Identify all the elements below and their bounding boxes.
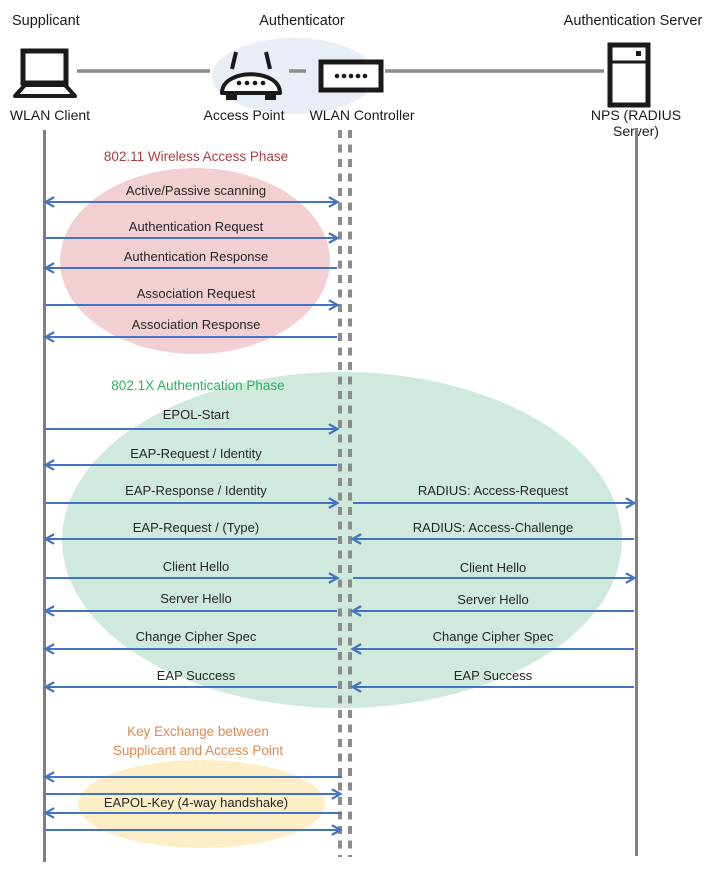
message-label: Server Hello	[160, 591, 232, 606]
phase2-title: 802.1X Authentication Phase	[111, 378, 285, 393]
message-label: Client Hello	[162, 559, 230, 574]
message-label: EAP Success	[453, 668, 533, 683]
role-authentication-server: Authentication Server	[563, 13, 703, 29]
device-label-wlan-client: WLAN Client	[9, 107, 91, 123]
phase3-title: Key Exchange between Supplicant and Acce…	[62, 722, 334, 760]
message-label: RADIUS: Access-Challenge	[412, 520, 574, 535]
message-label: Change Cipher Spec	[135, 629, 257, 644]
device-label-wlan-controller: WLAN Controller	[309, 107, 415, 123]
eapol-key-label: EAPOL-Key (4-way handshake)	[103, 795, 289, 810]
message-label: EAP-Request / (Type)	[132, 520, 260, 535]
key-exchange-arrows	[46, 777, 342, 830]
phase1-title: 802.11 Wireless Access Phase	[103, 149, 289, 164]
message-arrows-left	[46, 202, 337, 687]
role-supplicant: Supplicant	[12, 13, 80, 29]
message-label: Active/Passive scanning	[125, 183, 267, 198]
message-label: Authentication Request	[128, 219, 264, 234]
message-label: EPOL-Start	[162, 407, 230, 422]
message-label: EAP Success	[156, 668, 236, 683]
message-label: Server Hello	[457, 592, 529, 607]
wlan-controller-icon	[318, 59, 384, 93]
phase3-title-line1: Key Exchange between	[127, 724, 269, 739]
message-label: Client Hello	[459, 560, 527, 575]
device-label-access-point: Access Point	[203, 107, 285, 123]
server-icon	[607, 42, 651, 108]
message-label: Change Cipher Spec	[432, 629, 554, 644]
phase3-title-line2: Supplicant and Access Point	[112, 743, 284, 758]
message-arrows-right	[353, 503, 634, 687]
message-label: Association Request	[136, 286, 256, 301]
message-label: EAP-Response / Identity	[125, 483, 267, 498]
role-authenticator: Authenticator	[259, 13, 345, 29]
access-point-icon	[220, 51, 282, 100]
message-label: Authentication Response	[123, 249, 269, 264]
laptop-icon	[13, 48, 77, 98]
message-label: RADIUS: Access-Request	[417, 483, 569, 498]
phase3-ellipse	[78, 760, 325, 848]
message-label: EAP-Request / Identity	[130, 446, 262, 461]
message-label: Association Response	[131, 317, 261, 332]
